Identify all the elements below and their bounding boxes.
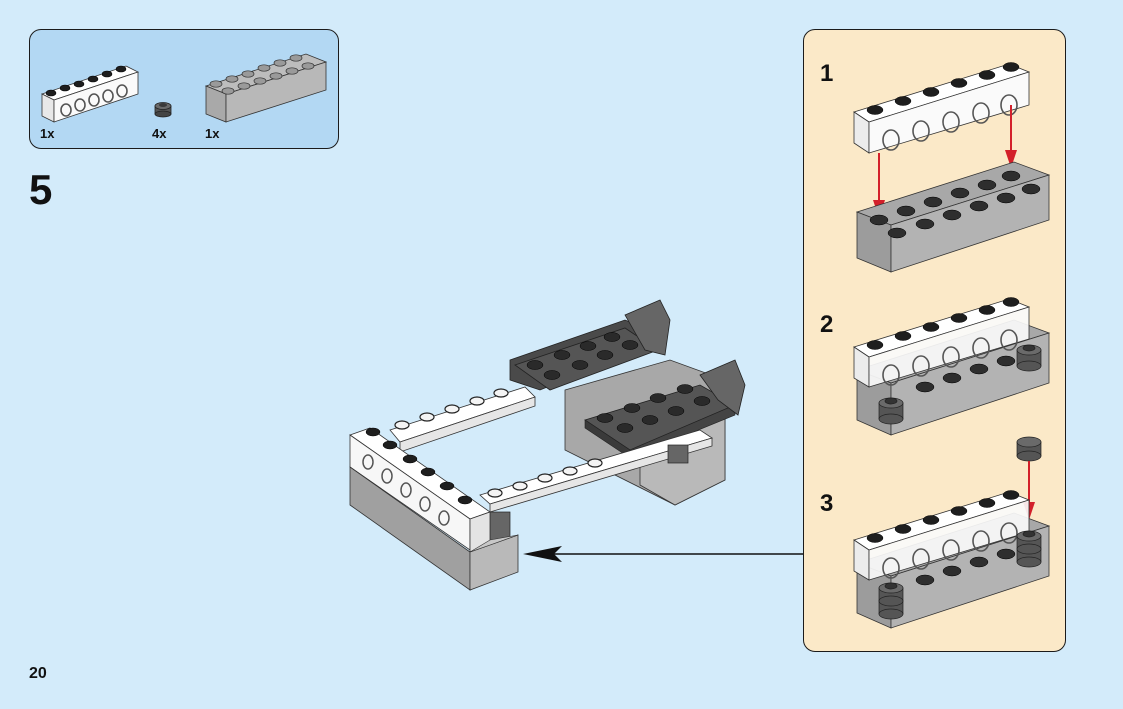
callout-arrow [523, 546, 803, 562]
round-plate-stack [878, 530, 1042, 620]
technic-brick-1x6-white-icon [40, 65, 140, 123]
round-plate-1x1-dark-grey-icon [154, 102, 172, 118]
part-quantity: 1x [40, 126, 55, 141]
sub-step-number: 2 [820, 311, 834, 338]
sub-step-number: 3 [820, 490, 834, 517]
sub-step-3-illustration [853, 436, 1051, 629]
left-grey-base-brick [349, 466, 519, 591]
round-plate-1x1 [878, 344, 1042, 425]
parts-list-callout: 1x 4x 1x [29, 29, 339, 149]
frame-front-beam [479, 429, 713, 513]
sub-step-number: 1 [820, 60, 834, 87]
main-assembly-illustration [349, 299, 803, 591]
sub-step-1-illustration [853, 62, 1051, 273]
step-number: 5 [29, 166, 53, 213]
part-quantity: 1x [205, 126, 220, 141]
part-quantity: 4x [152, 126, 167, 141]
round-plate-stack [489, 444, 689, 541]
frame-rear-beam [389, 386, 536, 453]
sub-steps-callout: 1 [803, 29, 1066, 652]
round-plate-1x1 [1016, 436, 1042, 462]
sub-step-2-illustration [853, 297, 1051, 436]
left-technic-brick [349, 427, 491, 553]
page-number: 20 [29, 665, 47, 682]
rear-support-assembly [509, 299, 746, 506]
brick-2x6-light-grey-icon [204, 53, 328, 123]
